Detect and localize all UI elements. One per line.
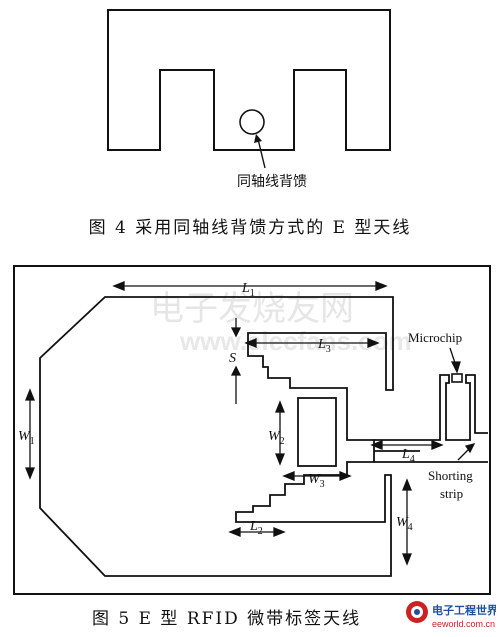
dim-L3	[244, 338, 380, 348]
label-W4: W4	[396, 515, 413, 533]
antenna-body-outline	[39, 296, 394, 577]
dim-L2	[228, 527, 286, 537]
shorting-strip-arrow	[457, 443, 476, 461]
microchip-block	[451, 373, 463, 383]
dim-W3	[282, 471, 352, 481]
label-L3: L3	[317, 337, 331, 355]
figure5-diagram: 电子发烧友网 www.elecfans.com L1 L3	[13, 265, 491, 595]
dim-L4	[370, 440, 444, 450]
outer-frame	[13, 265, 491, 595]
figure4-diagram: 同轴线背馈	[107, 9, 391, 190]
site-logo: 电子工程世界 eeworld.com.cn	[404, 598, 498, 632]
dim-W4	[402, 478, 412, 566]
coax-feed-circle	[239, 109, 265, 135]
site-logo-mark: 电子工程世界 eeworld.com.cn	[406, 601, 498, 629]
figure4-caption: 图 4 采用同轴线背馈方式的 E 型天线	[88, 218, 412, 238]
shorting-strip-label-line2: strip	[440, 486, 463, 501]
feed-arrow-line	[257, 138, 266, 169]
dim-W2	[275, 400, 285, 466]
site-logo-url: eeworld.com.cn	[432, 619, 495, 629]
feed-arrow-head	[254, 134, 262, 143]
label-W2: W2	[268, 429, 285, 447]
dim-S	[230, 318, 242, 404]
feed-line-outline	[374, 374, 488, 463]
label-L4: L4	[401, 447, 415, 465]
label-W1: W1	[18, 429, 35, 447]
label-W3: W3	[308, 472, 325, 490]
shorting-strip-label-line1: Shorting	[428, 468, 473, 483]
microchip-arrow	[449, 347, 461, 374]
feed-label: 同轴线背馈	[237, 174, 307, 190]
dim-W1	[25, 388, 35, 480]
watermark-url: www.elecfans.com	[179, 326, 412, 356]
inner-slot-rect	[297, 397, 337, 467]
e-antenna-outline	[107, 9, 391, 151]
label-L1: L1	[241, 281, 255, 299]
figure5-caption: 图 5 E 型 RFID 微带标签天线	[92, 609, 362, 629]
microchip-label: Microchip	[408, 330, 462, 345]
watermark-cn: 电子发烧友网	[150, 289, 354, 329]
label-S: S	[229, 351, 236, 366]
dim-L1	[112, 281, 388, 291]
site-logo-name: 电子工程世界	[432, 603, 496, 617]
label-L2: L2	[249, 519, 263, 537]
